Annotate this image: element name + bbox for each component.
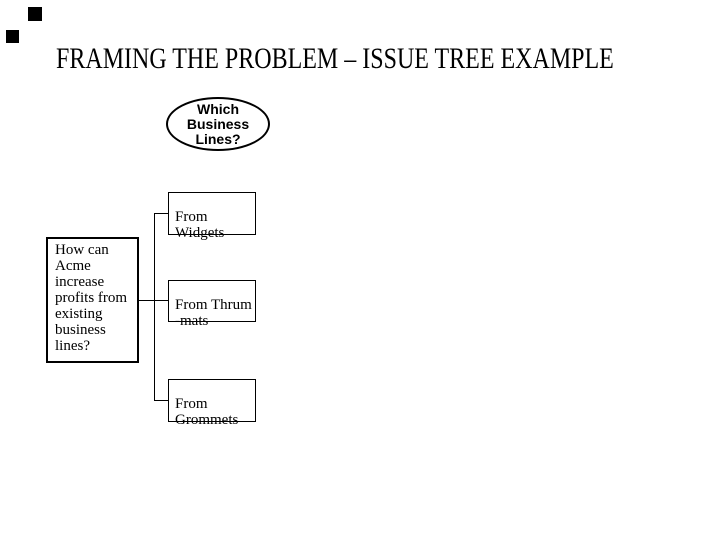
child-box-widgets-label: From Widgets — [175, 209, 225, 241]
connector-widgets-line — [154, 213, 168, 214]
connector-trunk-line — [154, 213, 155, 401]
root-question-box: How can Acme increase profits from exist… — [46, 237, 139, 363]
stray-black-square-icon — [6, 30, 19, 43]
question-ellipse-label: Which Business Lines? — [186, 100, 250, 147]
child-box-thrum-mats-label: From Thrum -mats — [175, 297, 252, 329]
connector-root-line — [139, 300, 168, 301]
connector-grommets-line — [154, 400, 168, 401]
stray-black-square-icon — [28, 7, 42, 21]
child-box-grommets: From Grommets — [168, 379, 256, 428]
child-box-widgets: From Widgets — [168, 192, 256, 241]
child-box-thrum-mats: From Thrum -mats — [168, 280, 256, 329]
question-ellipse: Which Business Lines? — [166, 97, 270, 151]
root-question-text: How can Acme increase profits from exist… — [55, 242, 128, 354]
slide-title: FRAMING THE PROBLEM – ISSUE TREE EXAMPLE — [56, 42, 614, 75]
child-box-grommets-label: From Grommets — [175, 396, 239, 428]
